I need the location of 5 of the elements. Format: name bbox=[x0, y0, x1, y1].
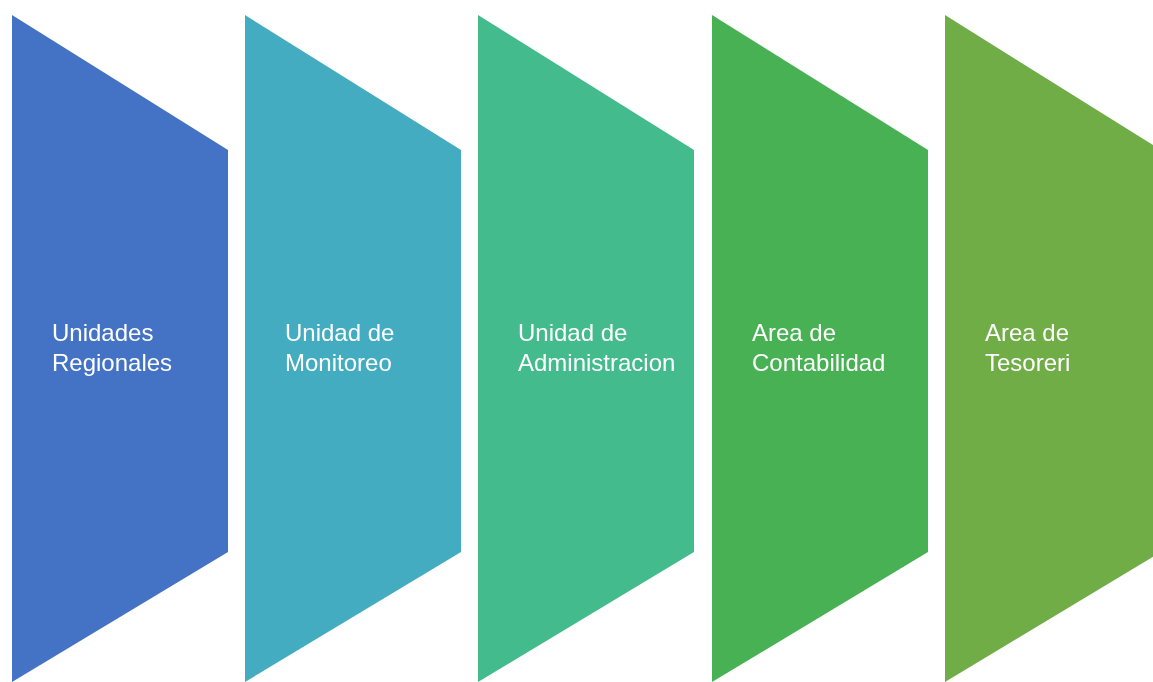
step-label: Unidad de Administracion bbox=[518, 318, 677, 378]
step-label: Unidades Regionales bbox=[52, 318, 174, 378]
step-label: Area de Tesoreri bbox=[985, 318, 1072, 378]
step-label: Area de Contabilidad bbox=[752, 318, 887, 378]
step-label: Unidad de Monitoreo bbox=[285, 318, 396, 378]
